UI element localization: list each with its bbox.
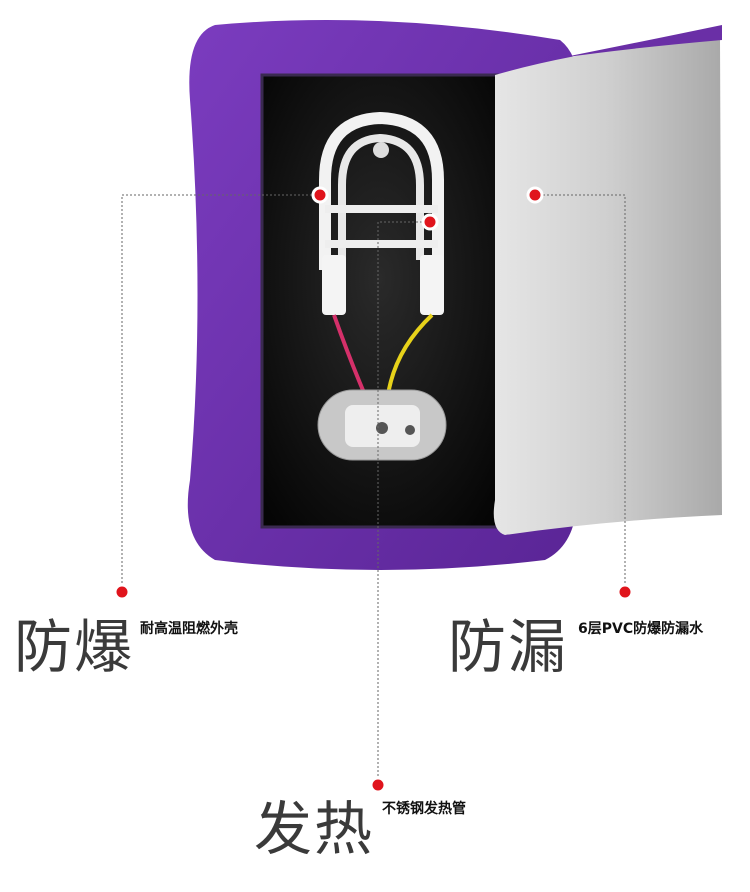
heating-element (319, 111, 444, 270)
feature-desc-heating: 不锈钢发热管 (382, 801, 466, 817)
feature-title-explosion-proof: 防爆 (14, 613, 135, 681)
feature-desc-leak-proof: 6层PVC防爆防漏水 (578, 621, 704, 637)
callout-markers (113, 186, 634, 794)
feature-desc-explosion-proof: 耐高温阻燃外壳 (140, 621, 238, 637)
feature-title-leak-proof: 防漏 (448, 613, 569, 681)
callout-lines (121, 194, 626, 785)
pvc-layers-sheet (493, 40, 722, 535)
feature-title-heating: 发热 (254, 795, 375, 863)
